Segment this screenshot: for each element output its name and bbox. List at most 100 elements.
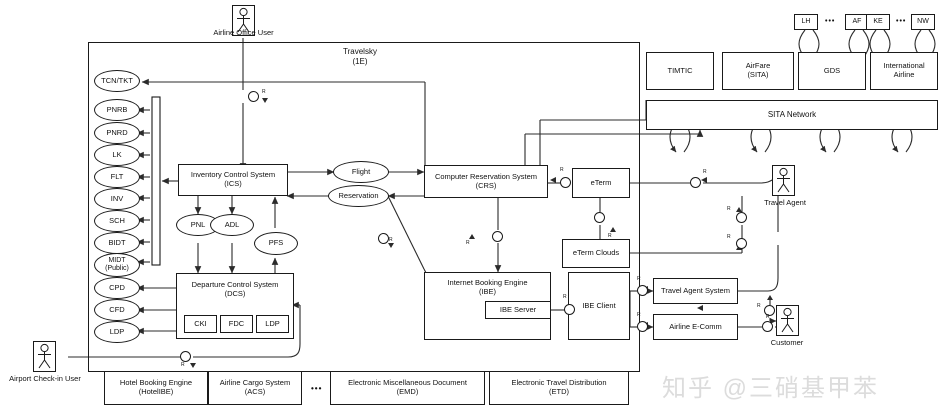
object-flight: Flight xyxy=(333,161,389,183)
actor-customer-label: Customer xyxy=(770,338,804,347)
system-label: Airline E-Comm xyxy=(669,321,722,331)
store-label: PNRD xyxy=(106,127,128,137)
node-label: eTerm Clouds xyxy=(572,248,620,258)
service-subtitle: (HotelIBE) xyxy=(138,387,174,396)
port-label-r: R xyxy=(262,89,266,95)
person-icon xyxy=(38,343,51,369)
actor-airport-checkin-user xyxy=(33,341,56,372)
store-midt: MIDT (Public) xyxy=(94,253,140,277)
store-label: PNRB xyxy=(106,104,128,114)
provider-label: International xyxy=(883,61,925,71)
store-label: TCN/TKT xyxy=(101,75,133,85)
port-label-r: R xyxy=(389,237,393,243)
boundary-title-text: Travelsky xyxy=(343,47,377,56)
module-ldp: LDP xyxy=(256,315,289,333)
module-label: CKI xyxy=(194,318,207,328)
object-label: Reservation xyxy=(338,190,379,200)
system-subtitle: (ICS) xyxy=(224,179,242,188)
person-icon xyxy=(777,167,790,193)
service-acs: Airline Cargo System (ACS) xyxy=(208,371,302,405)
system-subtitle: (CRS) xyxy=(475,180,497,190)
system-title: Internet Booking Engine xyxy=(447,278,528,287)
carrier-ellipsis-1: ••• xyxy=(825,18,836,25)
system-label: Travel Agent System xyxy=(661,285,730,295)
service-hotelibe: Hotel Booking Engine (HotelIBE) xyxy=(104,371,208,405)
store-label: SCH xyxy=(109,215,125,225)
carrier-label: KE xyxy=(873,17,883,25)
carrier-lh: LH xyxy=(794,14,818,30)
provider-sublabel: Airline xyxy=(893,70,915,79)
store-sublabel: (Public) xyxy=(105,265,129,272)
network-label: SITA Network xyxy=(767,110,817,120)
artifact-pfs: PFS xyxy=(254,232,298,255)
system-travel-agent-system: Travel Agent System xyxy=(653,278,738,304)
store-pnrd: PNRD xyxy=(94,122,140,144)
travelsky-boundary xyxy=(88,42,640,372)
node-label: eTerm xyxy=(590,177,612,187)
node-label: IBE Client xyxy=(582,300,616,310)
artifact-label: PFS xyxy=(268,238,284,248)
actor-travel-agent xyxy=(772,165,795,196)
store-label: CPD xyxy=(109,282,125,292)
watermark: 知乎 @三硝基甲苯 xyxy=(662,375,880,402)
port-eterm-clouds xyxy=(594,212,605,223)
store-cpd: CPD xyxy=(94,277,140,299)
port-label-r: R xyxy=(637,276,641,282)
node-eterm: eTerm xyxy=(572,168,630,198)
system-title: Inventory Control System xyxy=(190,170,276,180)
provider-label: AirFare xyxy=(745,61,771,71)
provider-label: TIMTIC xyxy=(667,65,693,75)
service-title: Electronic Travel Distribution xyxy=(511,378,607,388)
artifact-label: ADL xyxy=(224,219,240,229)
actor-customer xyxy=(776,305,799,336)
carrier-ellipsis-2: ••• xyxy=(896,18,907,25)
port-label-r: R xyxy=(727,234,731,240)
boundary-title: Travelsky (1E) xyxy=(300,47,420,66)
service-emd: Electronic Miscellaneous Document (EMD) xyxy=(330,371,485,405)
port-label-r: R xyxy=(637,312,641,318)
port-airport-checkin xyxy=(180,351,191,362)
port-label-r: R xyxy=(560,167,564,173)
store-label: LK xyxy=(112,149,122,159)
service-subtitle: (ETD) xyxy=(549,387,569,396)
carrier-label: AF xyxy=(852,17,862,25)
provider-timtic: TIMTIC xyxy=(646,52,714,90)
provider-label: GDS xyxy=(823,65,841,75)
person-icon xyxy=(781,307,794,333)
store-cfd: CFD xyxy=(94,299,140,321)
carrier-label: LH xyxy=(801,17,811,25)
port-ibeclient-travelagentsystem xyxy=(637,285,648,296)
port-crs-ibe xyxy=(492,231,503,242)
port-travelagent-upper xyxy=(736,212,747,223)
node-ibe-server: IBE Server xyxy=(485,301,551,319)
actor-travel-agent-label: Travel Agent xyxy=(764,198,806,207)
port-label-r: R xyxy=(563,294,567,300)
port-customer-ecomm xyxy=(762,321,773,332)
store-tcn-tkt: TCN/TKT xyxy=(94,70,140,92)
port-label-r: R xyxy=(757,303,761,309)
provider-international-airline: International Airline xyxy=(870,52,938,90)
port-label-r: R xyxy=(466,240,470,246)
port-label-r: R xyxy=(608,233,612,239)
store-pnrb: PNRB xyxy=(94,99,140,121)
carrier-ke: KE xyxy=(866,14,890,30)
carrier-nw: NW xyxy=(911,14,935,30)
store-label: CFD xyxy=(109,304,125,314)
service-etd: Electronic Travel Distribution (ETD) xyxy=(489,371,629,405)
carrier-label: NW xyxy=(917,17,929,25)
artifact-pnl: PNL xyxy=(176,214,220,236)
store-label: MIDT xyxy=(108,256,126,264)
actor-airport-checkin-user-label: Airport Check-in User xyxy=(9,374,81,383)
artifact-adl: ADL xyxy=(210,214,254,236)
store-sch: SCH xyxy=(94,210,140,232)
module-fdc: FDC xyxy=(220,315,253,333)
module-label: FDC xyxy=(228,318,245,328)
store-bidt: BIDT xyxy=(94,232,140,254)
artifact-label: PNL xyxy=(190,219,206,229)
service-title: Hotel Booking Engine xyxy=(119,378,193,388)
store-lk: LK xyxy=(94,144,140,166)
sita-network: SITA Network xyxy=(646,100,938,130)
system-subtitle: (IBE) xyxy=(478,286,497,296)
node-label: IBE Server xyxy=(499,304,537,314)
